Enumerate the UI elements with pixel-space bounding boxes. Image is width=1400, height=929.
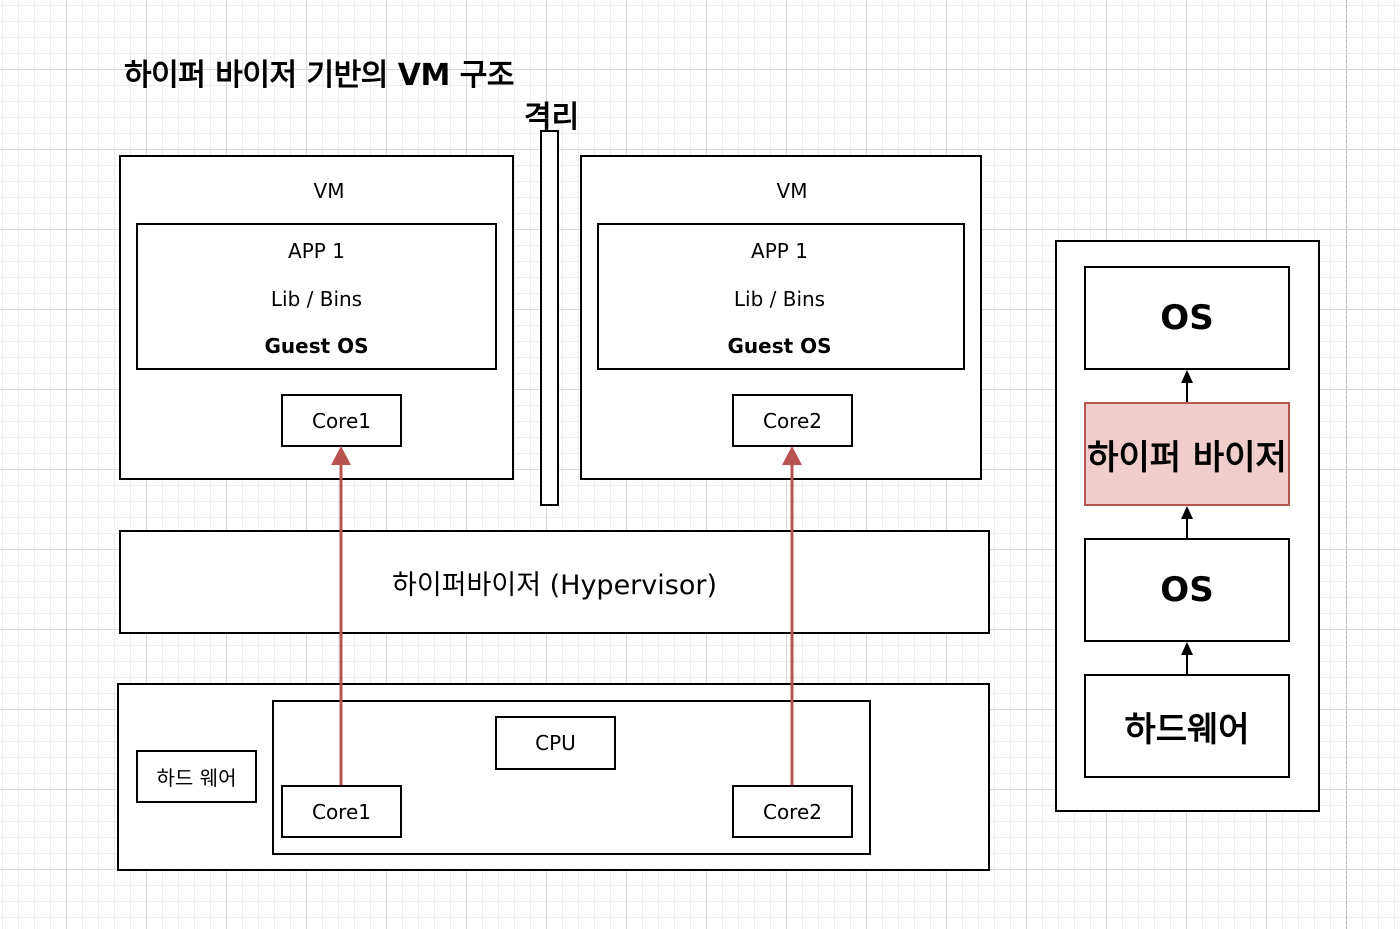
vm-left-libs: Lib / Bins — [270, 287, 363, 311]
isolation-bar — [540, 130, 559, 506]
stack-top-os: OS — [1084, 266, 1290, 370]
diagram-title: 하이퍼 바이저 기반의 VM 구조 — [124, 58, 514, 93]
page-border — [1346, 0, 1347, 929]
vm-left-label: VM — [313, 179, 345, 203]
isolation-label: 격리 — [524, 100, 580, 135]
stack-arrow-hardware-to-os — [1181, 642, 1193, 674]
vm-right-app: APP 1 — [751, 239, 808, 263]
vm-left-inner — [136, 223, 497, 370]
vm-right-label: VM — [776, 179, 808, 203]
vm-left-core: Core1 — [281, 394, 402, 447]
stack-arrow-os-to-hypervisor — [1181, 506, 1193, 538]
vm-right-inner — [597, 223, 965, 370]
vm-right-guest-os: Guest OS — [727, 334, 832, 358]
stack-arrow-hypervisor-to-os — [1181, 370, 1193, 402]
hardware-core2: Core2 — [732, 785, 853, 838]
hardware-label: 하드 웨어 — [136, 750, 257, 803]
cpu-label: CPU — [495, 716, 616, 770]
hardware-core1: Core1 — [281, 785, 402, 838]
vm-right-core: Core2 — [732, 394, 853, 447]
stack-hardware: 하드웨어 — [1084, 674, 1290, 778]
vm-left-app: APP 1 — [288, 239, 345, 263]
core2-to-vm-core2-arrow — [782, 446, 802, 785]
core1-to-vm-core1-arrow — [331, 446, 351, 785]
stack-host-os: OS — [1084, 538, 1290, 642]
stack-hypervisor: 하이퍼 바이저 — [1084, 402, 1290, 506]
vm-right-libs: Lib / Bins — [733, 287, 826, 311]
hypervisor-layer: 하이퍼바이저 (Hypervisor) — [119, 530, 990, 634]
vm-left-guest-os: Guest OS — [264, 334, 369, 358]
